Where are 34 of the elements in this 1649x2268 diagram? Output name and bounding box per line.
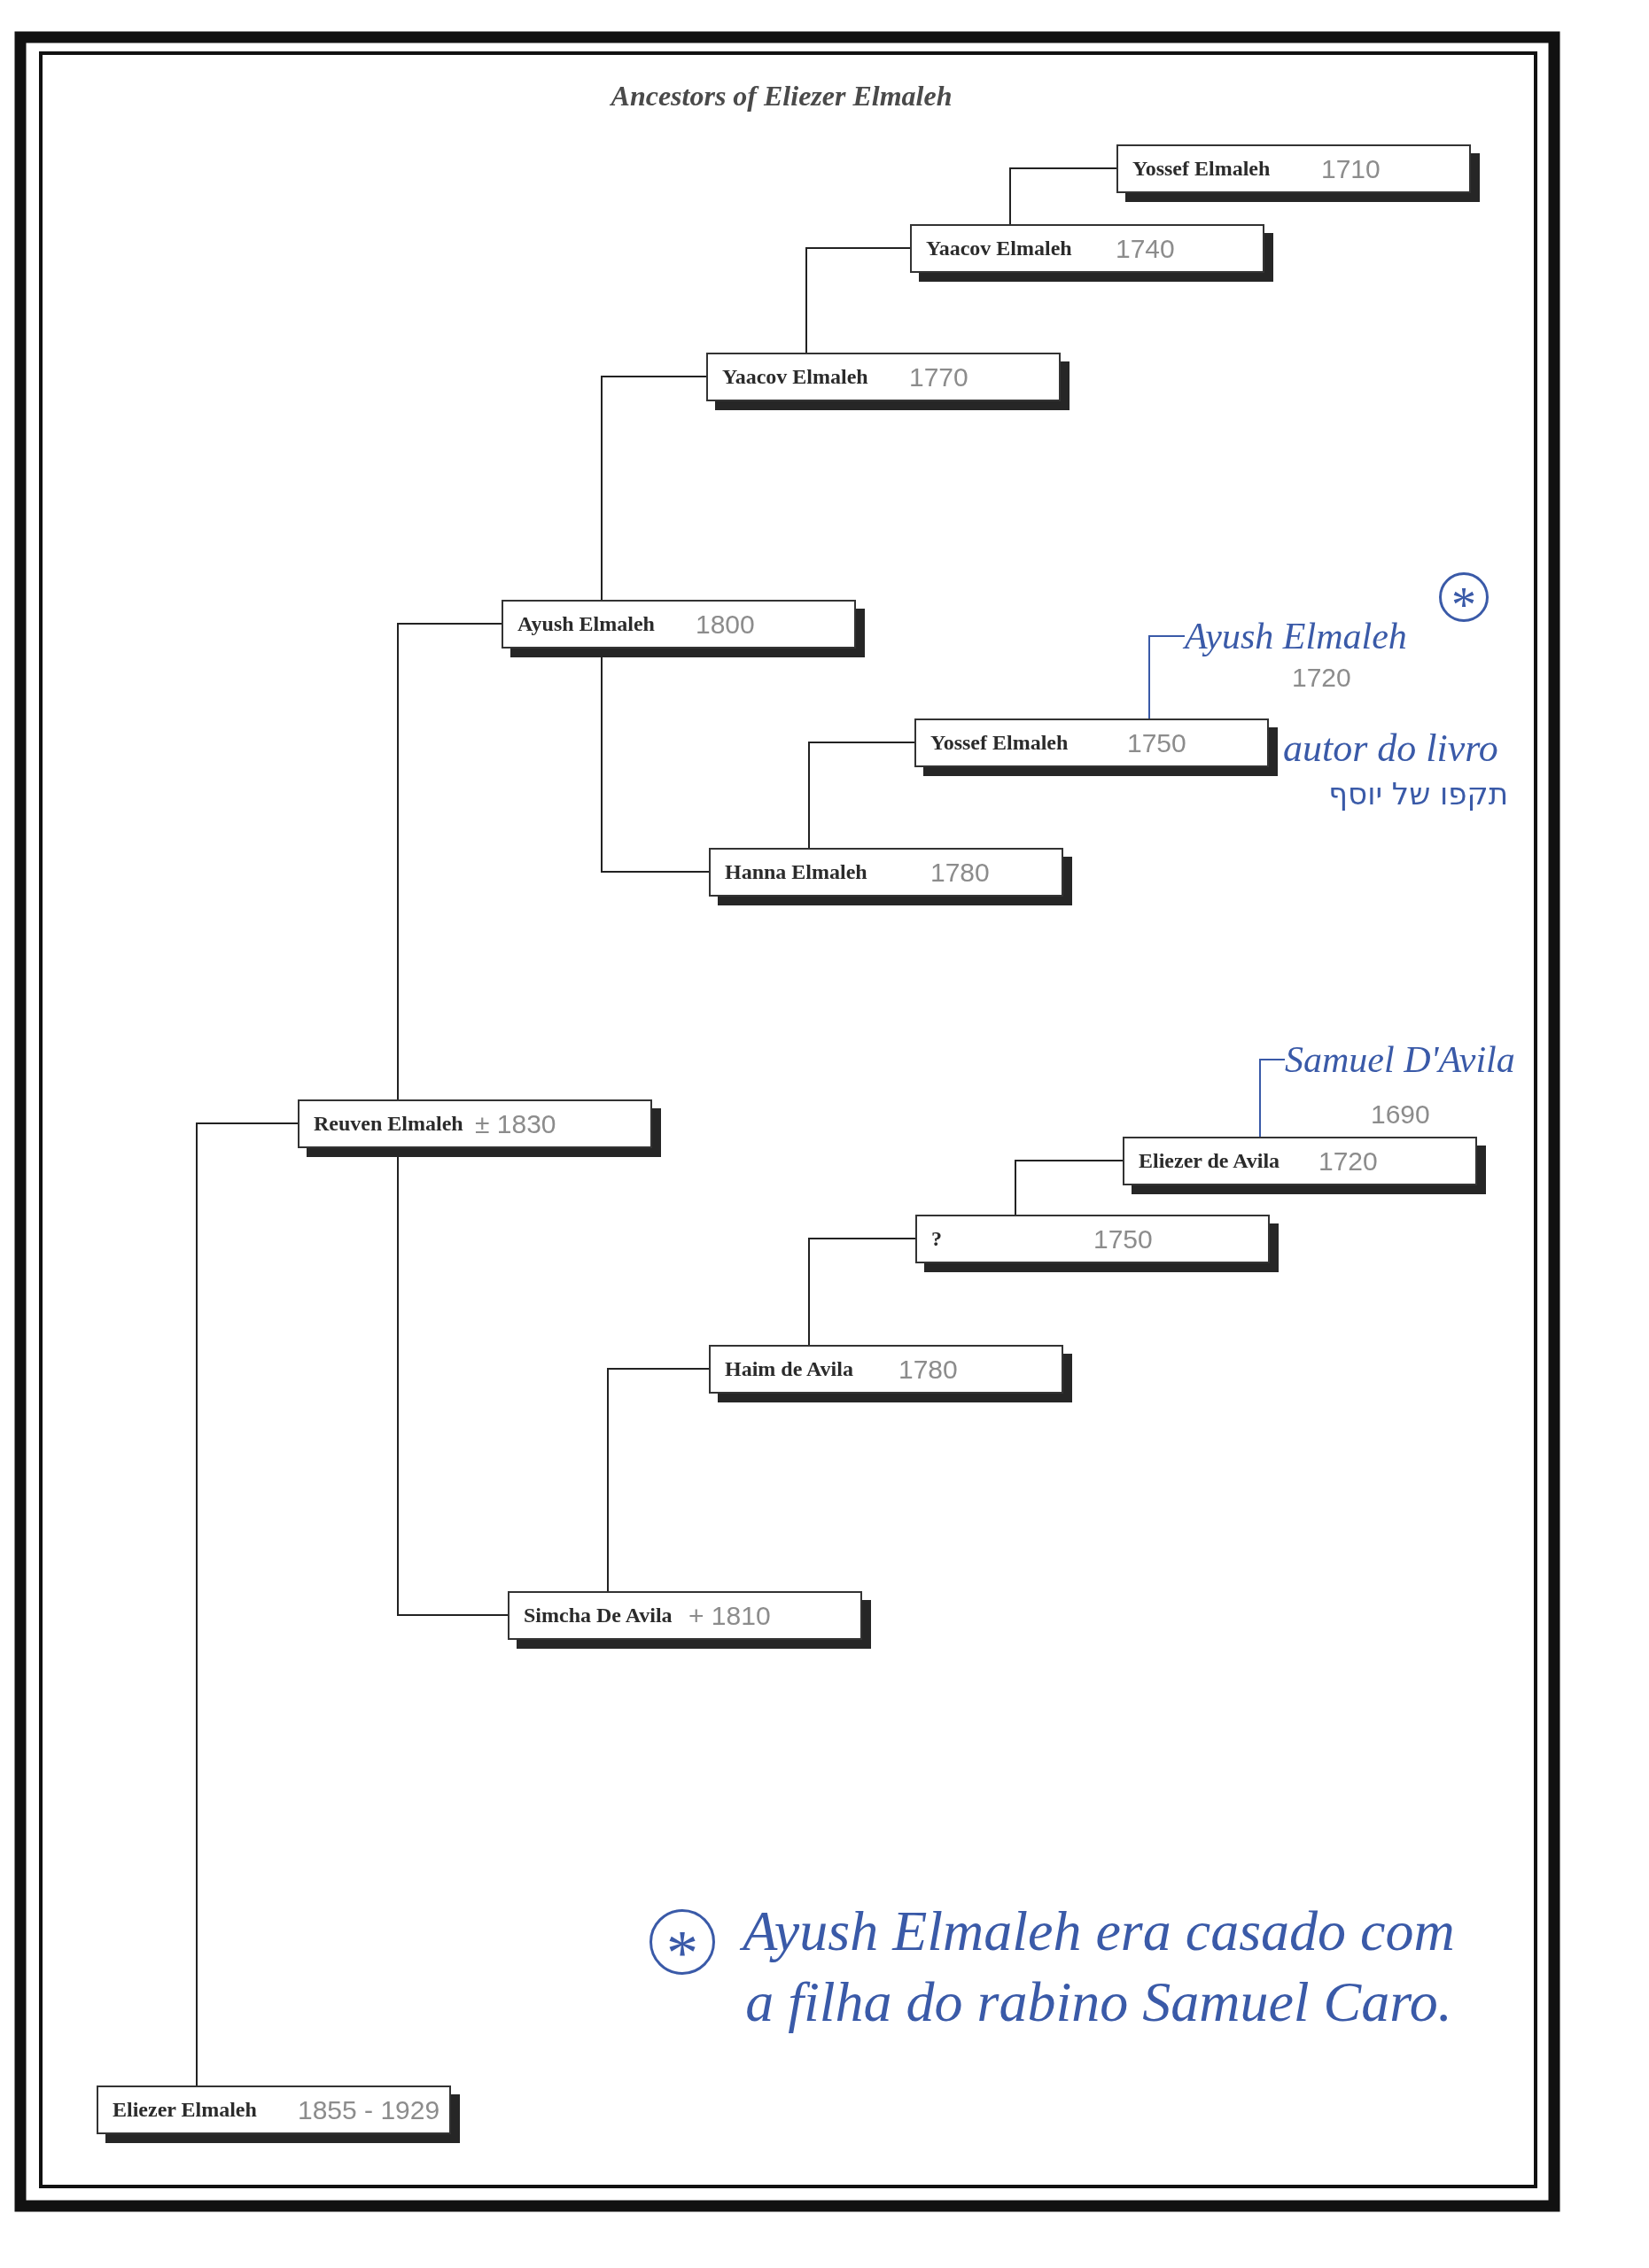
connector-line [196,1122,299,2086]
connector-line [601,376,707,601]
circled-asterisk: * [649,1909,715,1975]
handwritten-name: Samuel D'Avila [1285,1038,1515,1082]
year-text: 1690 [1371,1101,1430,1128]
person-box: Reuven Elmaleh ± 1830 [298,1099,661,1157]
connector-line [607,1368,710,1592]
circled-asterisk: * [1439,572,1489,622]
connector-line [601,656,710,873]
person-box: Yaacov Elmaleh 1770 [706,353,1070,410]
handwritten-note: תקפו של יוסף [1328,776,1508,812]
connector-line [1015,1160,1124,1216]
person-box: Eliezer de Avila 1720 [1123,1137,1486,1194]
connector-line [397,623,502,1100]
connector-line [397,1156,509,1616]
person-box: Yaacov Elmaleh 1740 [910,224,1273,282]
person-box: Yossef Elmaleh 1750 [914,718,1278,776]
person-box: Haim de Avila 1780 [709,1345,1072,1402]
page-title: Ancestors of Eliezer Elmaleh [611,79,953,113]
person-box: Simcha De Avila + 1810 [508,1591,871,1649]
year-text: 1720 [1292,664,1351,691]
connector-line [1259,1059,1286,1138]
person-box: Yossef Elmaleh 1710 [1116,144,1480,202]
connector-line [1148,635,1186,719]
connector-line [805,247,911,353]
person-box: ? 1750 [915,1215,1279,1272]
person-box: Hanna Elmaleh 1780 [709,848,1072,905]
connector-line [1009,167,1117,225]
person-box: Eliezer Elmaleh 1855 - 1929 [97,2085,460,2143]
connector-line [808,742,915,849]
person-box: Ayush Elmaleh 1800 [502,600,865,657]
handwritten-note: autor do livro [1283,726,1498,772]
handwritten-note: Ayush Elmaleh era casado com a filha do rabino Samuel Caro. [735,1896,1462,2038]
connector-line [808,1238,916,1346]
